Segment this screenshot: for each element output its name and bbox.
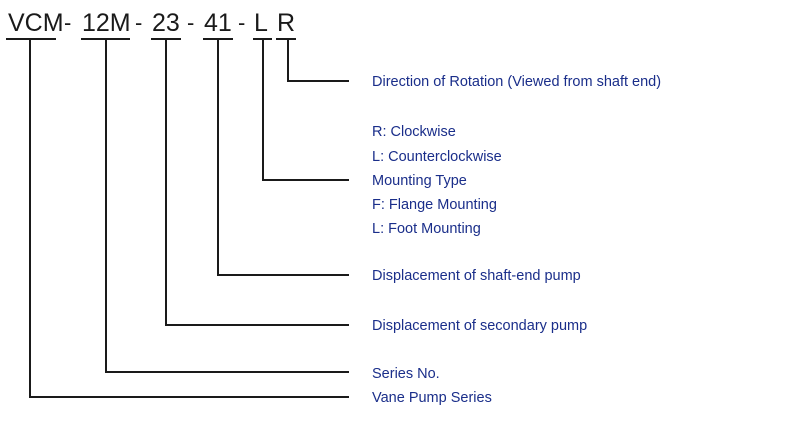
label-rotation-counterclockwise: L: Counterclockwise	[372, 149, 502, 165]
leader-mounting	[262, 39, 349, 181]
label-shaft-end-displacement: Displacement of shaft-end pump	[372, 268, 581, 284]
code-segment-secondary-disp: 23	[152, 9, 180, 37]
leader-secondary-disp	[165, 39, 349, 326]
code-segment-series: VCM	[8, 9, 64, 37]
leader-vane-series	[29, 39, 349, 398]
label-vane-pump-series: Vane Pump Series	[372, 390, 492, 406]
label-secondary-displacement: Displacement of secondary pump	[372, 318, 587, 334]
label-mounting-foot: L: Foot Mounting	[372, 221, 481, 237]
code-separator: -	[64, 10, 71, 35]
code-segment-series-no: 12M	[82, 9, 131, 37]
code-segment-rotation: R	[277, 9, 295, 37]
label-mounting-flange: F: Flange Mounting	[372, 197, 497, 213]
code-segment-shaft-end-disp: 41	[204, 9, 232, 37]
label-rotation-clockwise: R: Clockwise	[372, 124, 456, 140]
code-separator: -	[135, 10, 142, 35]
label-series-no: Series No.	[372, 366, 440, 382]
code-segment-mounting: L	[254, 9, 268, 37]
code-separator: -	[238, 10, 245, 35]
leader-shaft-end-disp	[217, 39, 349, 276]
label-rotation: Direction of Rotation (Viewed from shaft…	[372, 74, 661, 90]
leader-series-no	[105, 39, 349, 373]
code-separator: -	[187, 10, 194, 35]
leader-rotation	[287, 39, 349, 82]
label-mounting-type: Mounting Type	[372, 173, 467, 189]
